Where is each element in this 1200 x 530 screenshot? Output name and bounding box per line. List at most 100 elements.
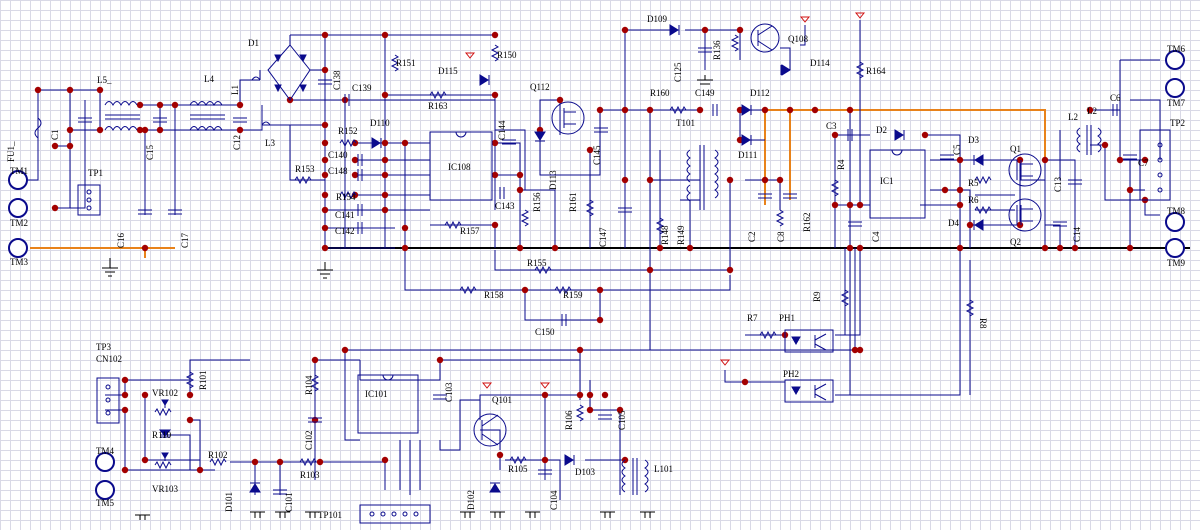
resistor-icon: [669, 105, 687, 115]
junction-dot: [846, 201, 854, 209]
ground-icon: [250, 511, 265, 518]
connector-icon: [77, 184, 101, 216]
junction-dot: [381, 206, 389, 214]
diode-icon: [894, 129, 905, 141]
junction-dot: [521, 286, 529, 294]
label-tm2: TM2: [10, 218, 28, 228]
junction-dot: [321, 244, 329, 252]
label-t101: T101: [676, 118, 695, 128]
capacitor-icon: [153, 117, 167, 123]
capacitor-icon: [758, 193, 772, 199]
label-d2: D2: [876, 125, 887, 135]
label-ic108: IC108: [448, 162, 471, 172]
junction-dot: [311, 356, 319, 364]
junction-dot: [96, 86, 104, 94]
label-r154: R154: [336, 192, 356, 202]
label-r149: R149: [676, 225, 686, 245]
junction-dot: [811, 106, 819, 114]
supply-flag-icon: [464, 12, 866, 389]
junction-dot: [1086, 106, 1094, 114]
junction-dot: [601, 391, 609, 399]
label-r103: R103: [300, 470, 320, 480]
label-r106: R106: [564, 410, 574, 430]
terminal-tm6: [1165, 50, 1185, 70]
junction-dot: [726, 266, 734, 274]
junction-dot: [66, 142, 74, 150]
junction-dot: [121, 406, 129, 414]
label-l101: L101: [654, 464, 673, 474]
junction-dot: [1126, 244, 1134, 252]
junction-dot: [436, 356, 444, 364]
junction-dot: [851, 346, 859, 354]
label-r152: R152: [338, 126, 358, 136]
label-r162: R162: [802, 212, 812, 232]
junction-dot: [656, 244, 664, 252]
label-d3: D3: [968, 135, 979, 145]
junction-dot: [321, 224, 329, 232]
junction-dot: [786, 106, 794, 114]
label-d111: D111: [738, 150, 757, 160]
junction-dot: [741, 378, 749, 386]
resistor-icon: [534, 265, 552, 275]
label-r158: R158: [484, 290, 504, 300]
junction-dot: [156, 126, 164, 134]
label-cn102: CN102: [96, 354, 122, 364]
junction-dot: [696, 106, 704, 114]
transformer-icon: [686, 145, 719, 210]
fuse-icon: [34, 117, 42, 139]
diode-icon: [479, 74, 490, 86]
resistor-icon: [585, 199, 595, 217]
label-c7: C7: [1138, 158, 1149, 168]
diode-icon: [669, 24, 680, 36]
junction-dot: [701, 26, 709, 34]
terminal-tm8: [1165, 212, 1185, 232]
junction-dot: [491, 139, 499, 147]
capacitor-icon: [848, 221, 862, 227]
label-c12: C12: [232, 135, 242, 150]
junction-dot: [956, 156, 964, 164]
capacitor-icon: [357, 204, 363, 216]
label-tm5: TM5: [96, 498, 115, 508]
junction-dot: [491, 171, 499, 179]
label-l2b: L2: [1087, 106, 1097, 116]
label-d101: D101: [224, 492, 234, 512]
junction-dot: [1016, 221, 1024, 229]
label-c125: C125: [673, 62, 683, 82]
label-c144: C144: [497, 120, 507, 140]
label-tm7: TM7: [1167, 98, 1186, 108]
junction-dot: [121, 466, 129, 474]
junction-dot: [621, 26, 629, 34]
bridge-rectifier-icon: [267, 44, 311, 101]
label-ic1: IC1: [880, 176, 894, 186]
diode-icon: [780, 64, 791, 76]
terminal-tm7: [1165, 78, 1185, 98]
ground-icon: [135, 514, 150, 520]
capacitor-icon: [940, 154, 954, 160]
capacitor-icon: [1112, 104, 1118, 116]
label-r4: R4: [836, 159, 846, 170]
capacitor-icon: [499, 187, 505, 199]
junction-dot: [646, 106, 654, 114]
resistor-icon: [490, 44, 500, 62]
capacitor-icon: [357, 169, 363, 181]
label-ph1: PH1: [779, 313, 795, 323]
capacitor-icon: [318, 79, 332, 85]
junction-dot: [401, 139, 409, 147]
terminal-tm5: [95, 480, 115, 500]
junction-dot: [381, 31, 389, 39]
resistor-icon: [974, 175, 992, 185]
junction-dot: [121, 391, 129, 399]
junction-dot: [251, 458, 259, 466]
capacitor-icon: [594, 127, 608, 133]
junction-dot: [956, 201, 964, 209]
ground-icon: [697, 75, 713, 85]
label-r136: R136: [712, 40, 722, 60]
junction-dot: [516, 186, 524, 194]
diode-icon: [249, 482, 261, 493]
inductor-icon: [189, 101, 225, 132]
resistor-icon: [759, 330, 777, 340]
terminal-tm9: [1165, 238, 1185, 258]
label-r150: R150: [497, 50, 517, 60]
resistor-icon: [974, 205, 992, 215]
